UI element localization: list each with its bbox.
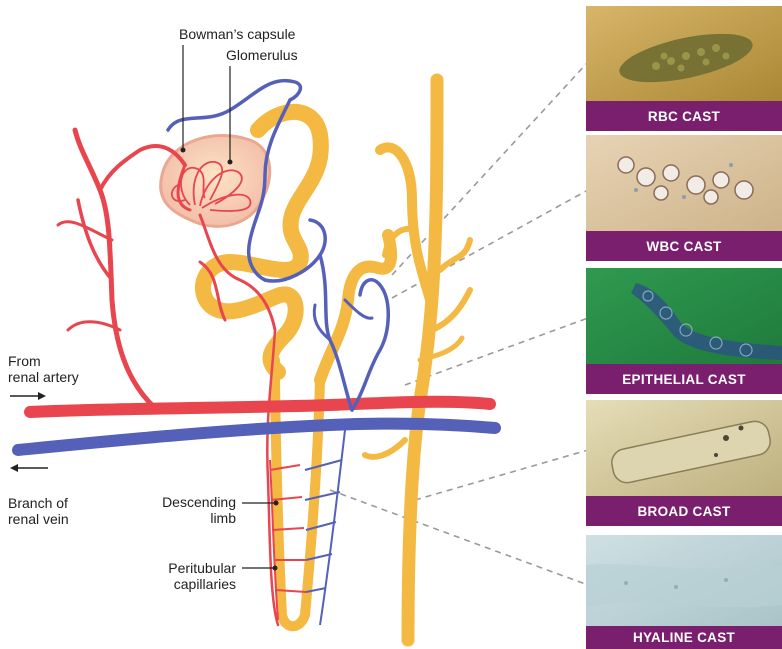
cast-panel-rbc: RBC CAST: [586, 6, 782, 131]
cast-panel-epithelial: EPITHELIAL CAST: [586, 268, 782, 394]
descending-limb-label-line1: Descending: [162, 494, 236, 510]
peritubular-label-line2: capillaries: [174, 576, 236, 592]
epithelial-cast-image: [586, 268, 782, 364]
bowmans-capsule-label: Bowman’s capsule: [179, 26, 295, 42]
wbc-cast-image: [586, 135, 782, 231]
bowmans-capsule: [161, 135, 270, 226]
vein-flow-arrow: [10, 464, 48, 472]
hyaline-cast-caption: HYALINE CAST: [586, 626, 782, 649]
branch-vein-label-line2: renal vein: [8, 511, 69, 527]
descending-limb-label-line2: limb: [210, 510, 236, 526]
rbc-cast-image: [586, 6, 782, 101]
glomerulus-label: Glomerulus: [226, 47, 298, 63]
rbc-cast-caption: RBC CAST: [586, 101, 782, 131]
branch-vein-label-line1: Branch of: [8, 495, 68, 511]
epithelial-cast-caption: EPITHELIAL CAST: [586, 364, 782, 394]
peritubular-label-line1: Peritubular: [168, 560, 236, 576]
cast-panel-wbc: WBC CAST: [586, 135, 782, 261]
cast-panel-broad: BROAD CAST: [586, 400, 782, 526]
artery-flow-arrow: [10, 392, 46, 400]
leader-lines: [330, 62, 588, 585]
broad-cast-image: [586, 400, 782, 496]
hyaline-cast-image: [586, 535, 782, 626]
wbc-cast-caption: WBC CAST: [586, 231, 782, 261]
collecting-duct: [365, 80, 470, 640]
broad-cast-caption: BROAD CAST: [586, 496, 782, 526]
cast-panel-hyaline: HYALINE CAST: [586, 535, 782, 649]
from-artery-label-line2: renal artery: [8, 369, 79, 385]
from-artery-label-line1: From: [8, 353, 41, 369]
